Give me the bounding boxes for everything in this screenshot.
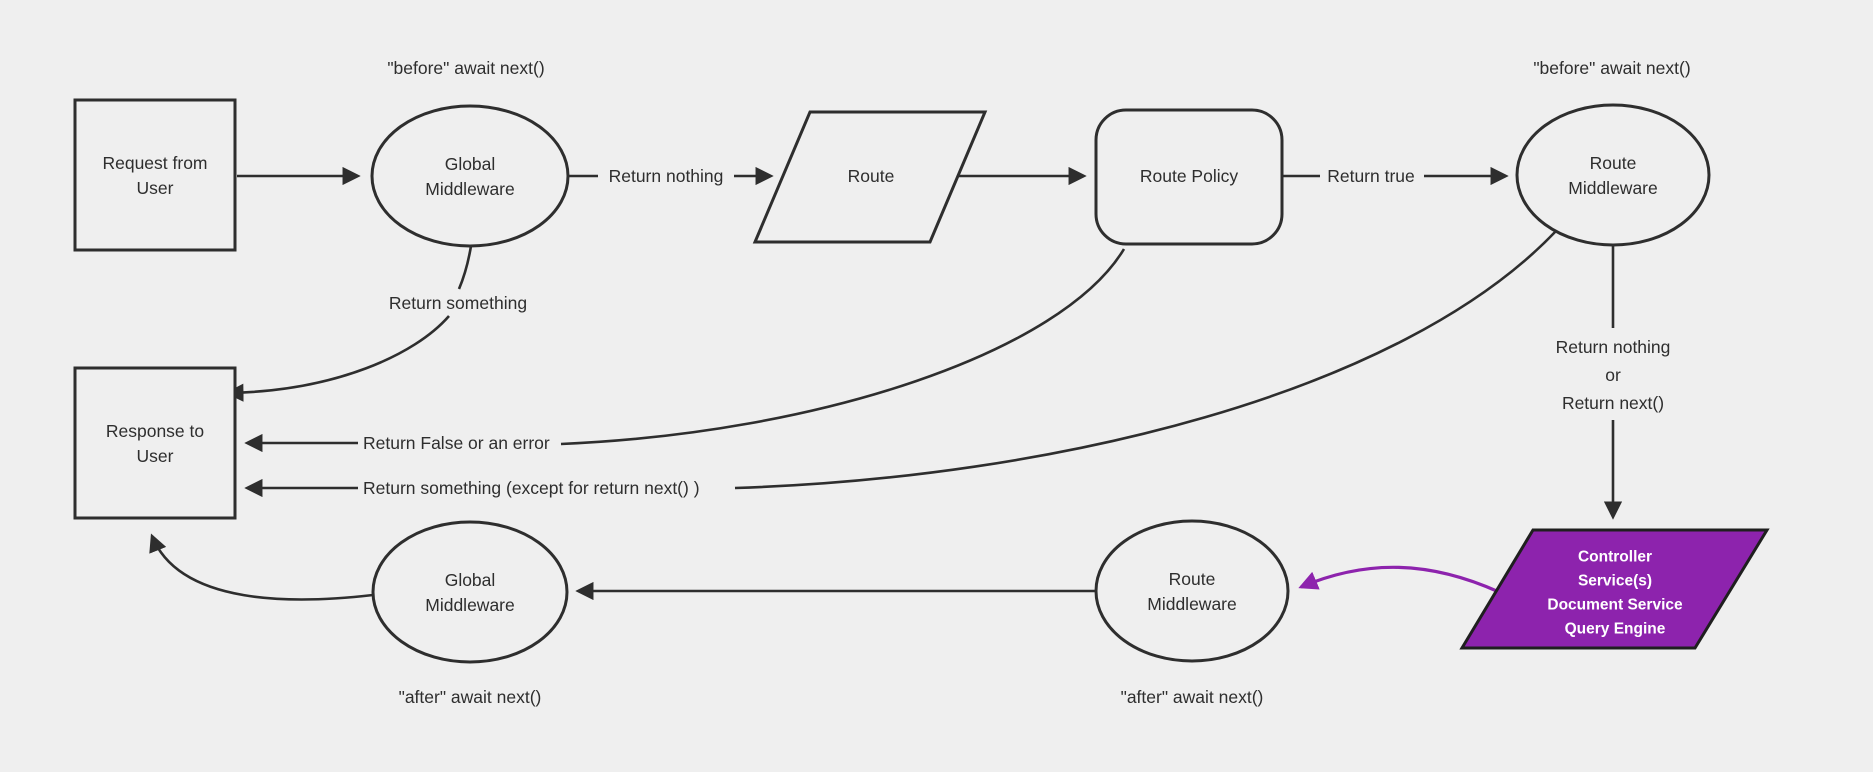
node-request-line2: User: [137, 178, 174, 198]
node-route-middleware-after-line1: Route: [1169, 569, 1216, 589]
node-route: [752, 110, 988, 244]
node-route-middleware-before-line1: Route: [1590, 153, 1637, 173]
label-return-nothing-or-2: or: [1605, 365, 1621, 385]
edge-route-policy-to-return-false: [560, 248, 1126, 446]
edge-global-middleware-after-to-response: [149, 533, 374, 601]
node-response-line1: Response to: [106, 421, 204, 441]
node-route-middleware-before: [1515, 103, 1711, 247]
label-before-await-next-right: "before" await next(): [1533, 58, 1690, 78]
node-request-from-user: [73, 98, 237, 252]
label-after-await-next-right: "after" await next(): [1121, 687, 1264, 707]
node-global-middleware-before: [370, 104, 570, 248]
node-route-label: Route: [848, 166, 895, 186]
label-return-something-except: Return something (except for return next…: [363, 478, 700, 498]
edge-return-something-upper-stub: [457, 245, 473, 290]
node-controller-line4: Query Engine: [1565, 621, 1666, 638]
node-global-middleware-before-line1: Global: [445, 154, 496, 174]
node-controller-line2: Service(s): [1578, 573, 1652, 590]
node-controller-line3: Document Service: [1547, 597, 1683, 614]
node-response-to-user: [73, 366, 237, 520]
node-global-middleware-after: [371, 520, 569, 664]
label-return-nothing-or-1: Return nothing: [1556, 337, 1671, 357]
node-global-middleware-after-line2: Middleware: [425, 595, 514, 615]
edge-controller-to-route-middleware-after: [1298, 565, 1500, 594]
label-return-true: Return true: [1327, 166, 1415, 186]
node-global-middleware-after-line1: Global: [445, 570, 496, 590]
node-route-middleware-after-line2: Middleware: [1147, 594, 1236, 614]
label-after-await-next-left: "after" await next(): [399, 687, 542, 707]
edge-return-something-to-response: [225, 315, 450, 402]
node-route-policy: [1094, 108, 1284, 246]
label-return-nothing-or-3: Return next(): [1562, 393, 1664, 413]
node-controller-line1: Controller: [1578, 549, 1652, 566]
label-return-something: Return something: [389, 293, 527, 313]
node-request-line1: Request from: [102, 153, 207, 173]
node-global-middleware-before-line2: Middleware: [425, 179, 514, 199]
label-before-await-next-left: "before" await next(): [387, 58, 544, 78]
node-response-line2: User: [137, 446, 174, 466]
edge-route-middleware-to-return-something-except: [734, 230, 1557, 490]
node-controller-services: [1459, 528, 1770, 650]
node-route-policy-label: Route Policy: [1140, 166, 1238, 186]
node-route-middleware-after: [1094, 519, 1290, 663]
node-route-middleware-before-line2: Middleware: [1568, 178, 1657, 198]
label-return-false-or-error: Return False or an error: [363, 433, 550, 453]
label-return-nothing: Return nothing: [609, 166, 724, 186]
